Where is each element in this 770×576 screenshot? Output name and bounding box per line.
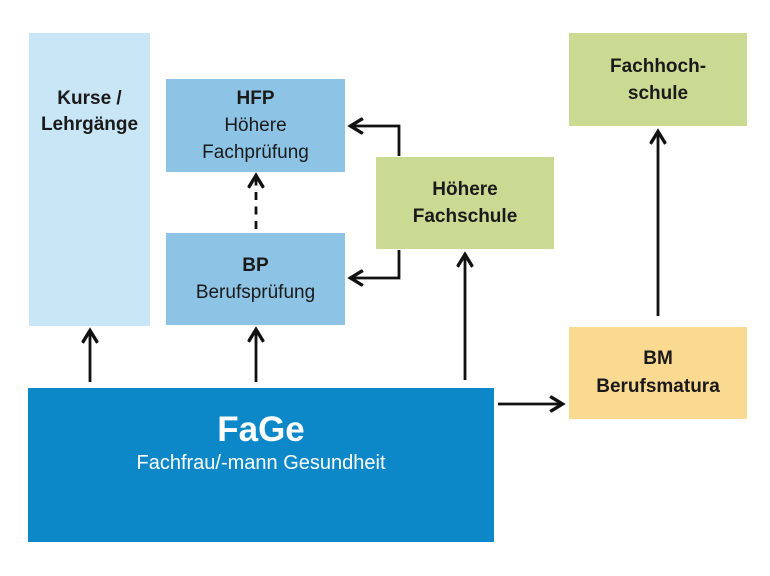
node-label-line: schule <box>627 82 689 104</box>
node-title: BP <box>242 255 269 276</box>
node-bm-berufsmatura: BM Berufsmatura <box>569 327 747 419</box>
node-label-line: Höhere <box>432 179 498 200</box>
node-fage: FaGe Fachfrau/-mann Gesundheit <box>28 388 494 542</box>
node-label-line: Höhere <box>224 115 287 136</box>
node-title: FaGe <box>217 410 305 449</box>
node-hoehere-fachschule: Höhere Fachschule <box>376 157 554 249</box>
node-fachhochschule: Fachhoch- schule <box>569 33 747 126</box>
node-hfp: HFP Höhere Fachprüfung <box>166 79 345 172</box>
node-label-line: Berufsmatura <box>596 376 720 397</box>
arrow-hoehere-fachschule-to-hfp <box>353 126 401 156</box>
node-label-line: Lehrgänge <box>40 114 139 135</box>
node-bp: BP Berufsprüfung <box>166 233 345 325</box>
node-title: HFP <box>236 88 275 109</box>
node-title: BM <box>643 348 673 369</box>
node-subtitle: Fachfrau/-mann Gesundheit <box>136 452 386 474</box>
node-kurse-lehrgaenge: Kurse / Lehrgänge <box>29 33 150 326</box>
node-label-line: Berufsprüfung <box>195 282 316 303</box>
arrow-hoehere-fachschule-to-bp <box>353 250 401 278</box>
node-label-line: Fachhoch- <box>609 55 707 77</box>
node-label-line: Fachprüfung <box>202 142 309 163</box>
node-label-line: Kurse / <box>57 88 122 109</box>
node-label-line: Fachschule <box>412 206 518 227</box>
